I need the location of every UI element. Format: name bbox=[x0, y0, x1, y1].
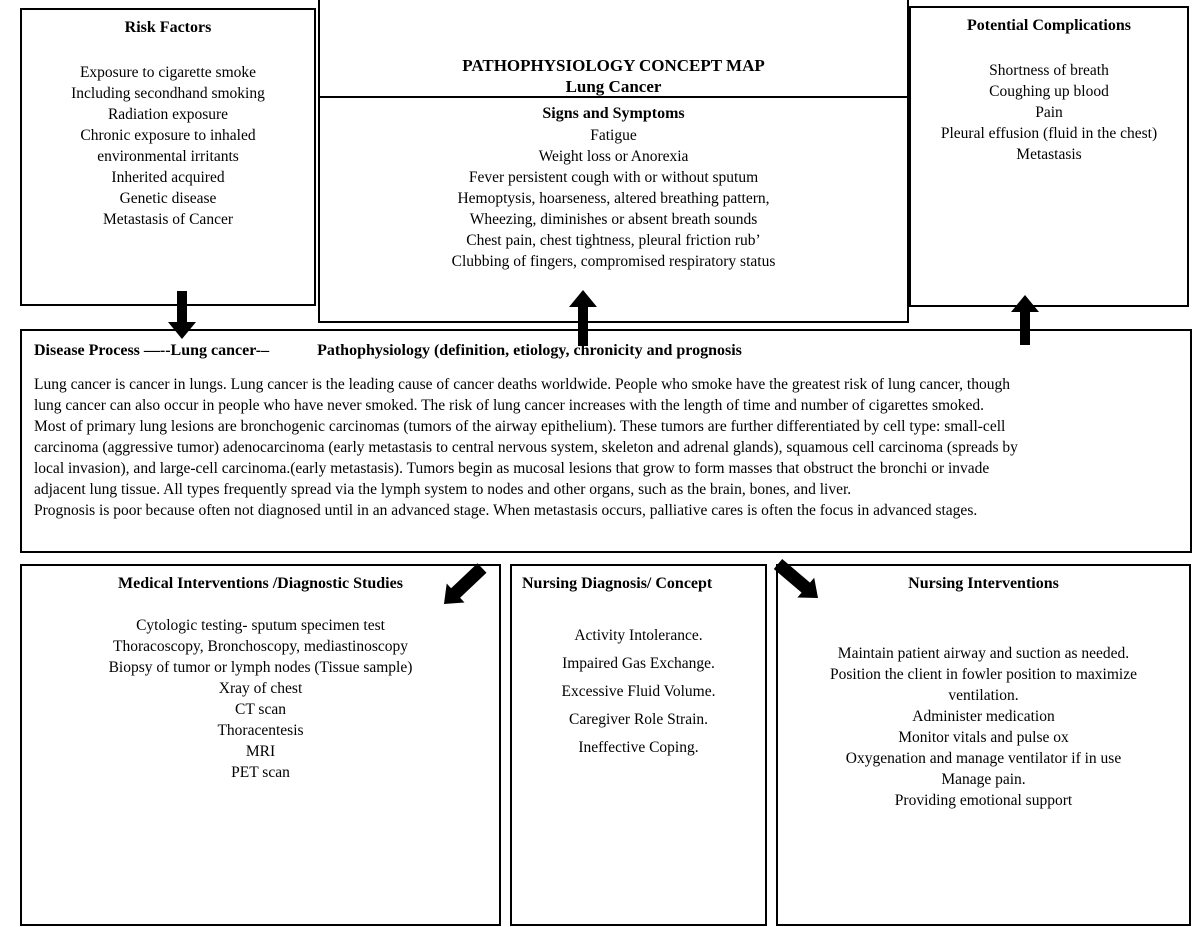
into-medical-interventions-arrow bbox=[444, 563, 487, 604]
potential-complications-box: Potential Complications Shortness of bre… bbox=[909, 6, 1189, 307]
medical-interventions-list: Cytologic testing- sputum specimen test … bbox=[108, 617, 413, 781]
nursing-interventions-box: Nursing Interventions Maintain patient a… bbox=[776, 564, 1191, 926]
disease-process-box: Disease Process —--Lung cancer-– Pathophy… bbox=[20, 329, 1192, 553]
disease-process-label: Disease Process —--Lung cancer-– bbox=[34, 342, 270, 359]
nursing-diagnosis-list: Activity Intolerance. Impaired Gas Excha… bbox=[561, 627, 716, 756]
pathophysiology-label: Pathophysiology (definition, etiology, c… bbox=[317, 342, 742, 359]
signs-symptoms-list: Fatigue Weight loss or Anorexia Fever pe… bbox=[451, 127, 776, 270]
nursing-interventions-title: Nursing Interventions bbox=[908, 575, 1059, 592]
nursing-interventions-list: Maintain patient airway and suction as n… bbox=[830, 645, 1137, 809]
disease-to-signs-arrow bbox=[569, 290, 597, 346]
disease-process-text: Lung cancer is cancer in lungs. Lung can… bbox=[34, 376, 1018, 519]
risk-to-disease-arrow bbox=[168, 291, 196, 339]
map-title: PATHOPHYSIOLOGY CONCEPT MAP Lung Cancer bbox=[320, 0, 907, 98]
map-title-line2: Lung Cancer bbox=[565, 77, 662, 96]
disease-process-heading: Disease Process —--Lung cancer-– Pathophy… bbox=[34, 340, 1178, 362]
potential-complications-list: Shortness of breath Coughing up blood Pa… bbox=[940, 62, 1158, 163]
center-column: PATHOPHYSIOLOGY CONCEPT MAP Lung Cancer … bbox=[318, 0, 909, 323]
into-nursing-interventions-arrow bbox=[773, 559, 818, 598]
risk-factors-box: Risk Factors Exposure to cigarette smoke… bbox=[20, 8, 316, 306]
potential-complications-title: Potential Complications bbox=[967, 17, 1131, 34]
risk-factors-list: Exposure to cigarette smoke Including se… bbox=[71, 64, 265, 228]
nursing-diagnosis-box: Nursing Diagnosis/ Concept Activity Into… bbox=[510, 564, 767, 926]
nursing-diagnosis-title: Nursing Diagnosis/ Concept bbox=[522, 575, 713, 592]
signs-symptoms-title: Signs and Symptoms bbox=[542, 105, 685, 122]
risk-factors-title: Risk Factors bbox=[124, 19, 212, 36]
medical-interventions-title: Medical Interventions /Diagnostic Studie… bbox=[118, 575, 403, 592]
signs-symptoms-box: Signs and Symptoms Fatigue Weight loss o… bbox=[320, 98, 907, 272]
medical-interventions-box: Medical Interventions /Diagnostic Studie… bbox=[20, 564, 501, 926]
disease-to-complications-arrow bbox=[1011, 295, 1039, 345]
map-title-line1: PATHOPHYSIOLOGY CONCEPT MAP bbox=[462, 56, 765, 75]
